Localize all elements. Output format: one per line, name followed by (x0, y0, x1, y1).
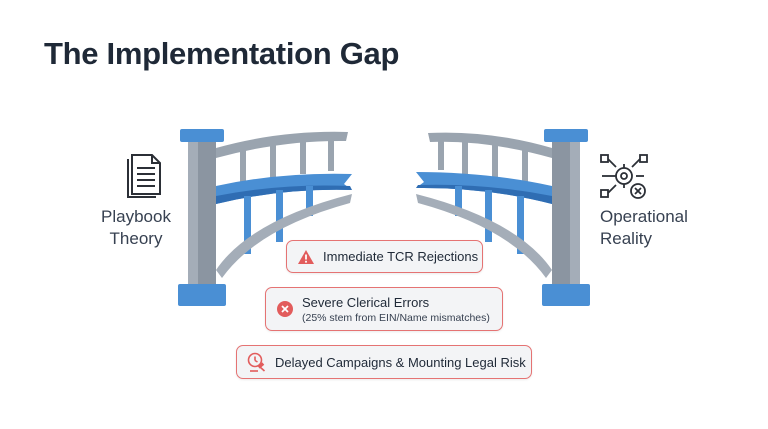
callout-text: Delayed Campaigns & Mounting Legal Risk (275, 354, 526, 370)
callout-subtext: (25% stem from EIN/Name mismatches) (302, 311, 490, 324)
warning-triangle-icon (297, 249, 315, 265)
callout-tcr-rejections: Immediate TCR Rejections (286, 240, 483, 273)
callout-text: Severe Clerical Errors (302, 294, 430, 310)
left-pillar (178, 129, 226, 306)
error-x-icon (276, 300, 294, 318)
document-icon (127, 154, 161, 198)
callout-clerical-errors: Severe Clerical Errors (25% stem from EI… (265, 287, 503, 331)
page-title: The Implementation Gap (44, 36, 400, 71)
left-bridge-section (216, 131, 352, 278)
right-pillar (542, 129, 590, 306)
operational-reality-label: Operational Reality (600, 207, 688, 248)
playbook-theory-label: Playbook Theory (101, 207, 171, 248)
right-bridge-section (416, 132, 552, 278)
callout-legal-risk: Delayed Campaigns & Mounting Legal Risk (236, 345, 532, 379)
callout-text: Immediate TCR Rejections (323, 249, 479, 264)
network-gear-icon (600, 154, 648, 199)
gavel-clock-icon (247, 352, 267, 372)
